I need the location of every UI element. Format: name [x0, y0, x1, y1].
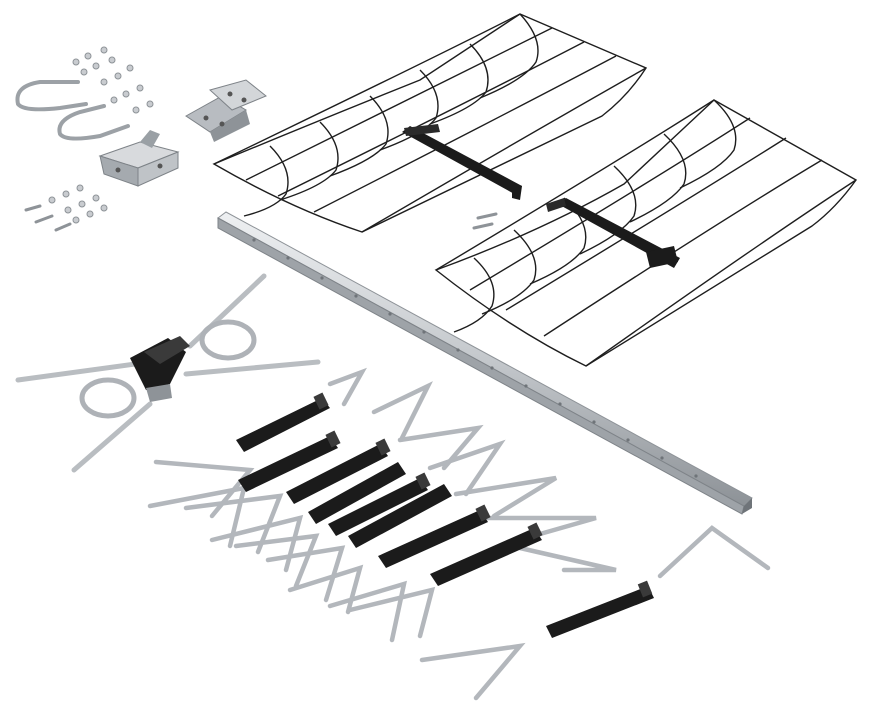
- boom-tube: [217, 211, 753, 515]
- reflector-panel: [434, 99, 858, 367]
- mounting-hardware: [15, 46, 498, 232]
- u-bolt: [57, 104, 130, 141]
- u-bolt: [15, 80, 88, 112]
- director-elements: [147, 367, 771, 701]
- dipole-element: [15, 273, 321, 473]
- bolts: [24, 204, 498, 232]
- reflector-panel: [212, 13, 648, 233]
- nuts-and-washers: [48, 46, 154, 224]
- hinge-bracket: [185, 79, 267, 142]
- mast-clamp: [98, 130, 180, 187]
- reflector-bracket: [402, 124, 522, 200]
- reflector-bracket: [546, 198, 680, 268]
